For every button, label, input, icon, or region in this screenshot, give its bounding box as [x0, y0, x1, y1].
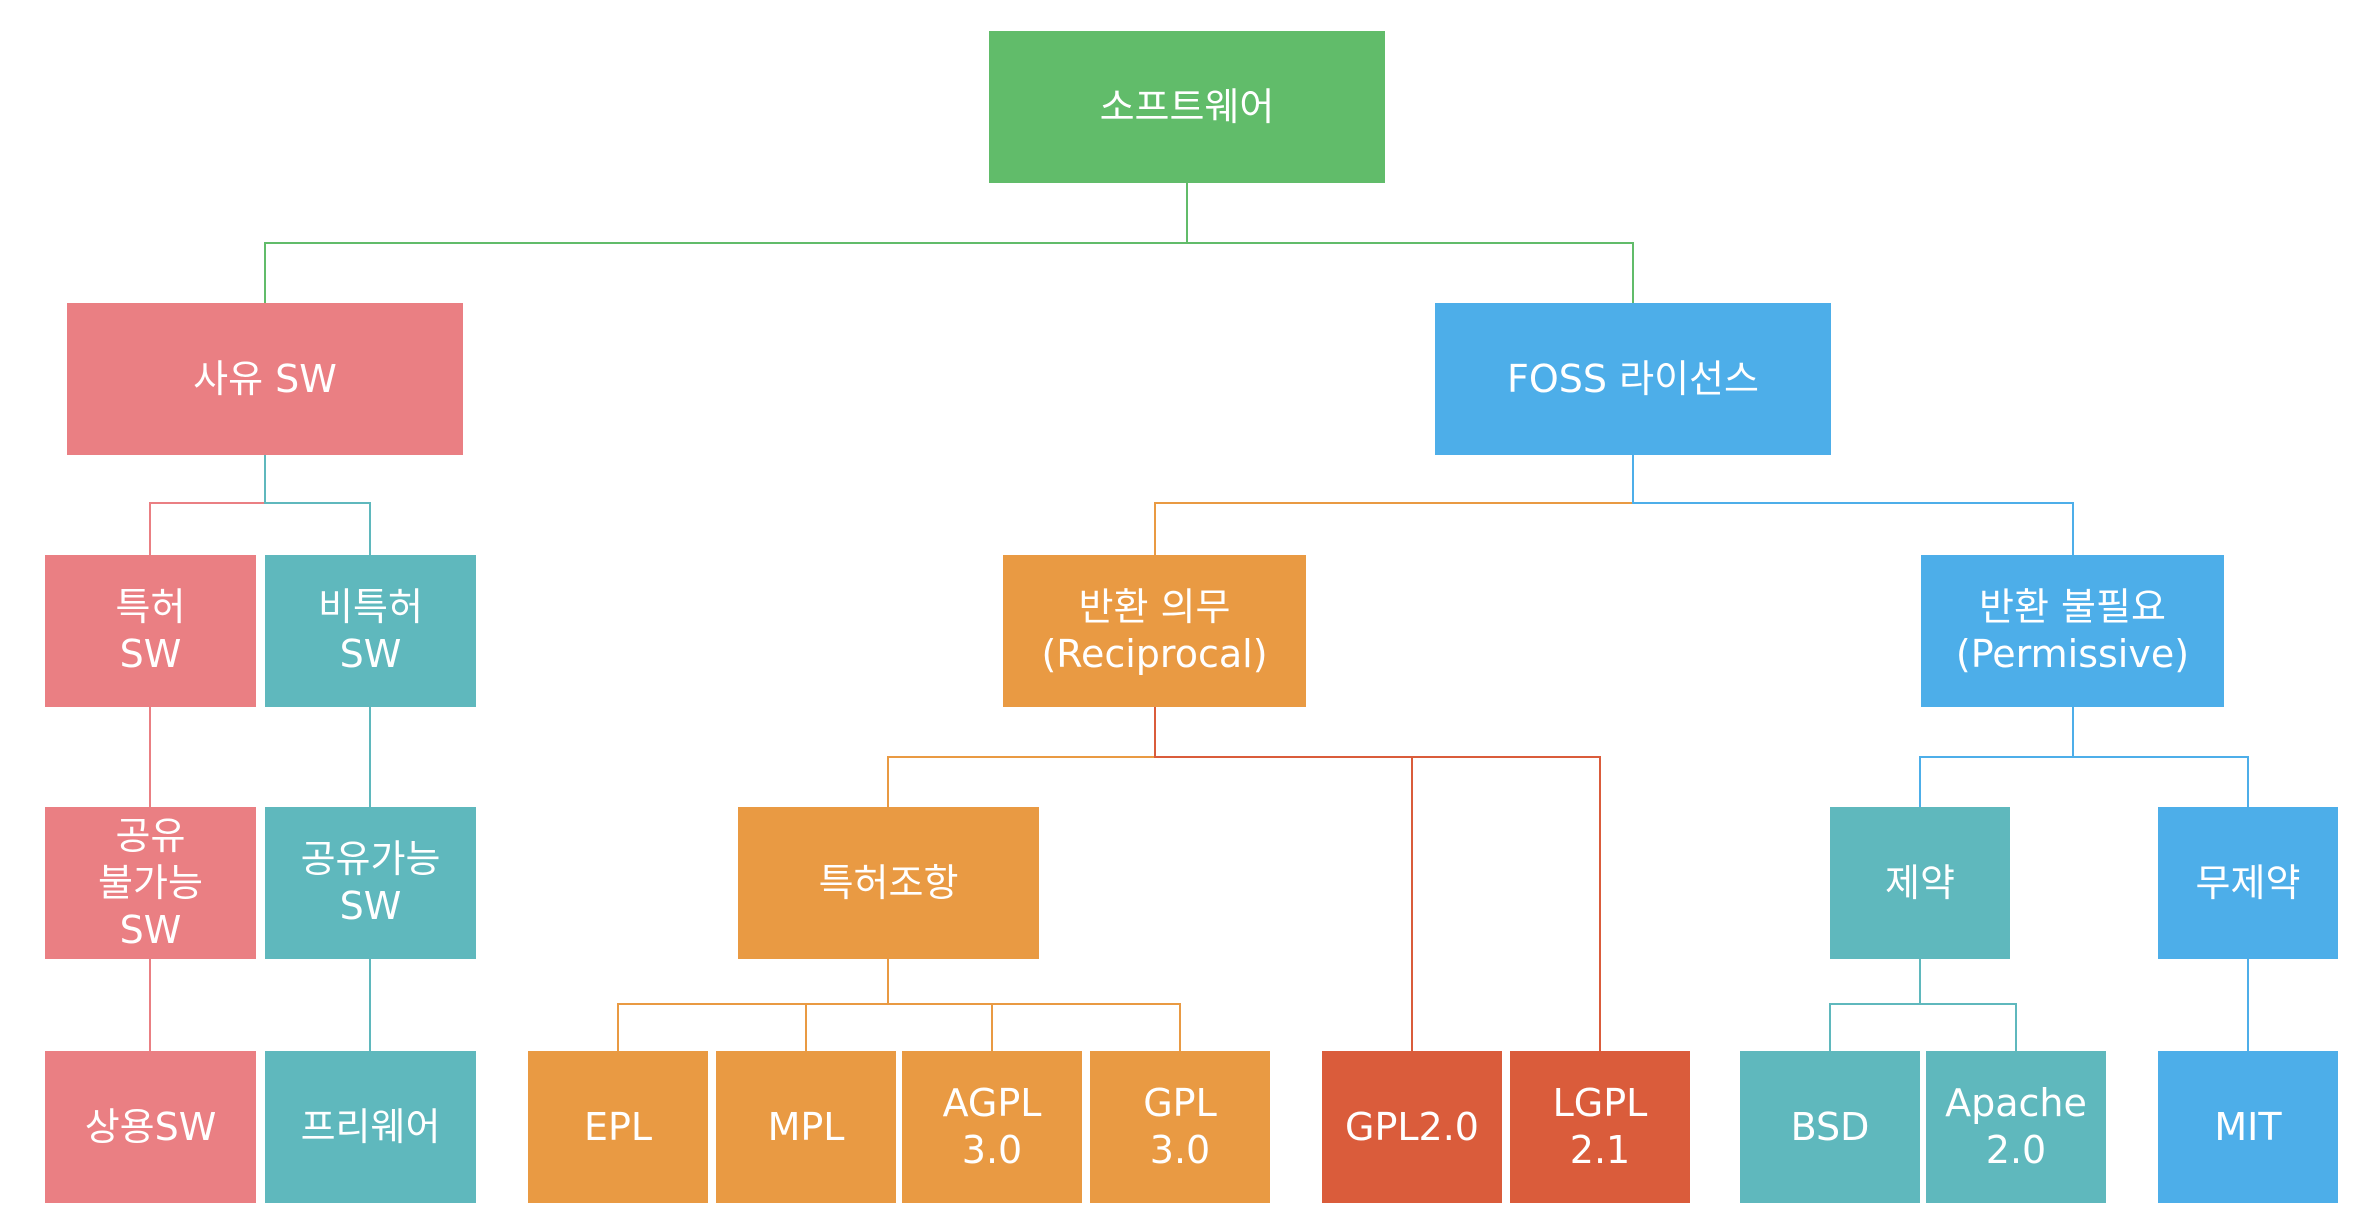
- node-apache-2: Apache 2.0: [1926, 1051, 2106, 1203]
- node-unrestricted: 무제약: [2158, 807, 2338, 959]
- node-non-shareable-sw: 공유 불가능 SW: [45, 807, 256, 959]
- connector-foss-teal: [1829, 959, 2017, 1051]
- node-patent-clause: 특허조항: [738, 807, 1039, 959]
- node-commercial-sw: 상용SW: [45, 1051, 256, 1203]
- node-bsd: BSD: [1740, 1051, 1920, 1203]
- node-gpl-3: GPL 3.0: [1090, 1051, 1270, 1203]
- node-non-patent-sw: 비특허 SW: [265, 555, 476, 707]
- connector-foss-blue: [1632, 455, 2249, 1051]
- node-patent-sw: 특허 SW: [45, 555, 256, 707]
- connector-proprietary-teal: [264, 455, 371, 1051]
- node-software: 소프트웨어: [989, 31, 1385, 183]
- node-epl: EPL: [528, 1051, 708, 1203]
- node-reciprocal: 반환 의무 (Reciprocal): [1003, 555, 1306, 707]
- node-shareable-sw: 공유가능 SW: [265, 807, 476, 959]
- node-lgpl-21: LGPL 2.1: [1510, 1051, 1690, 1203]
- node-proprietary-sw: 사유 SW: [67, 303, 463, 455]
- node-freeware: 프리웨어: [265, 1051, 476, 1203]
- node-restricted: 제약: [1830, 807, 2010, 959]
- connector-foss-orange: [617, 455, 1634, 1051]
- node-agpl-3: AGPL 3.0: [902, 1051, 1082, 1203]
- node-permissive: 반환 불필요 (Permissive): [1921, 555, 2224, 707]
- connector-foss-red: [1154, 707, 1601, 1051]
- node-mpl: MPL: [716, 1051, 896, 1203]
- connector-root: [264, 183, 1634, 303]
- connector-proprietary-pink: [149, 455, 266, 1051]
- node-foss-license: FOSS 라이선스: [1435, 303, 1831, 455]
- node-gpl-2: GPL2.0: [1322, 1051, 1502, 1203]
- node-mit: MIT: [2158, 1051, 2338, 1203]
